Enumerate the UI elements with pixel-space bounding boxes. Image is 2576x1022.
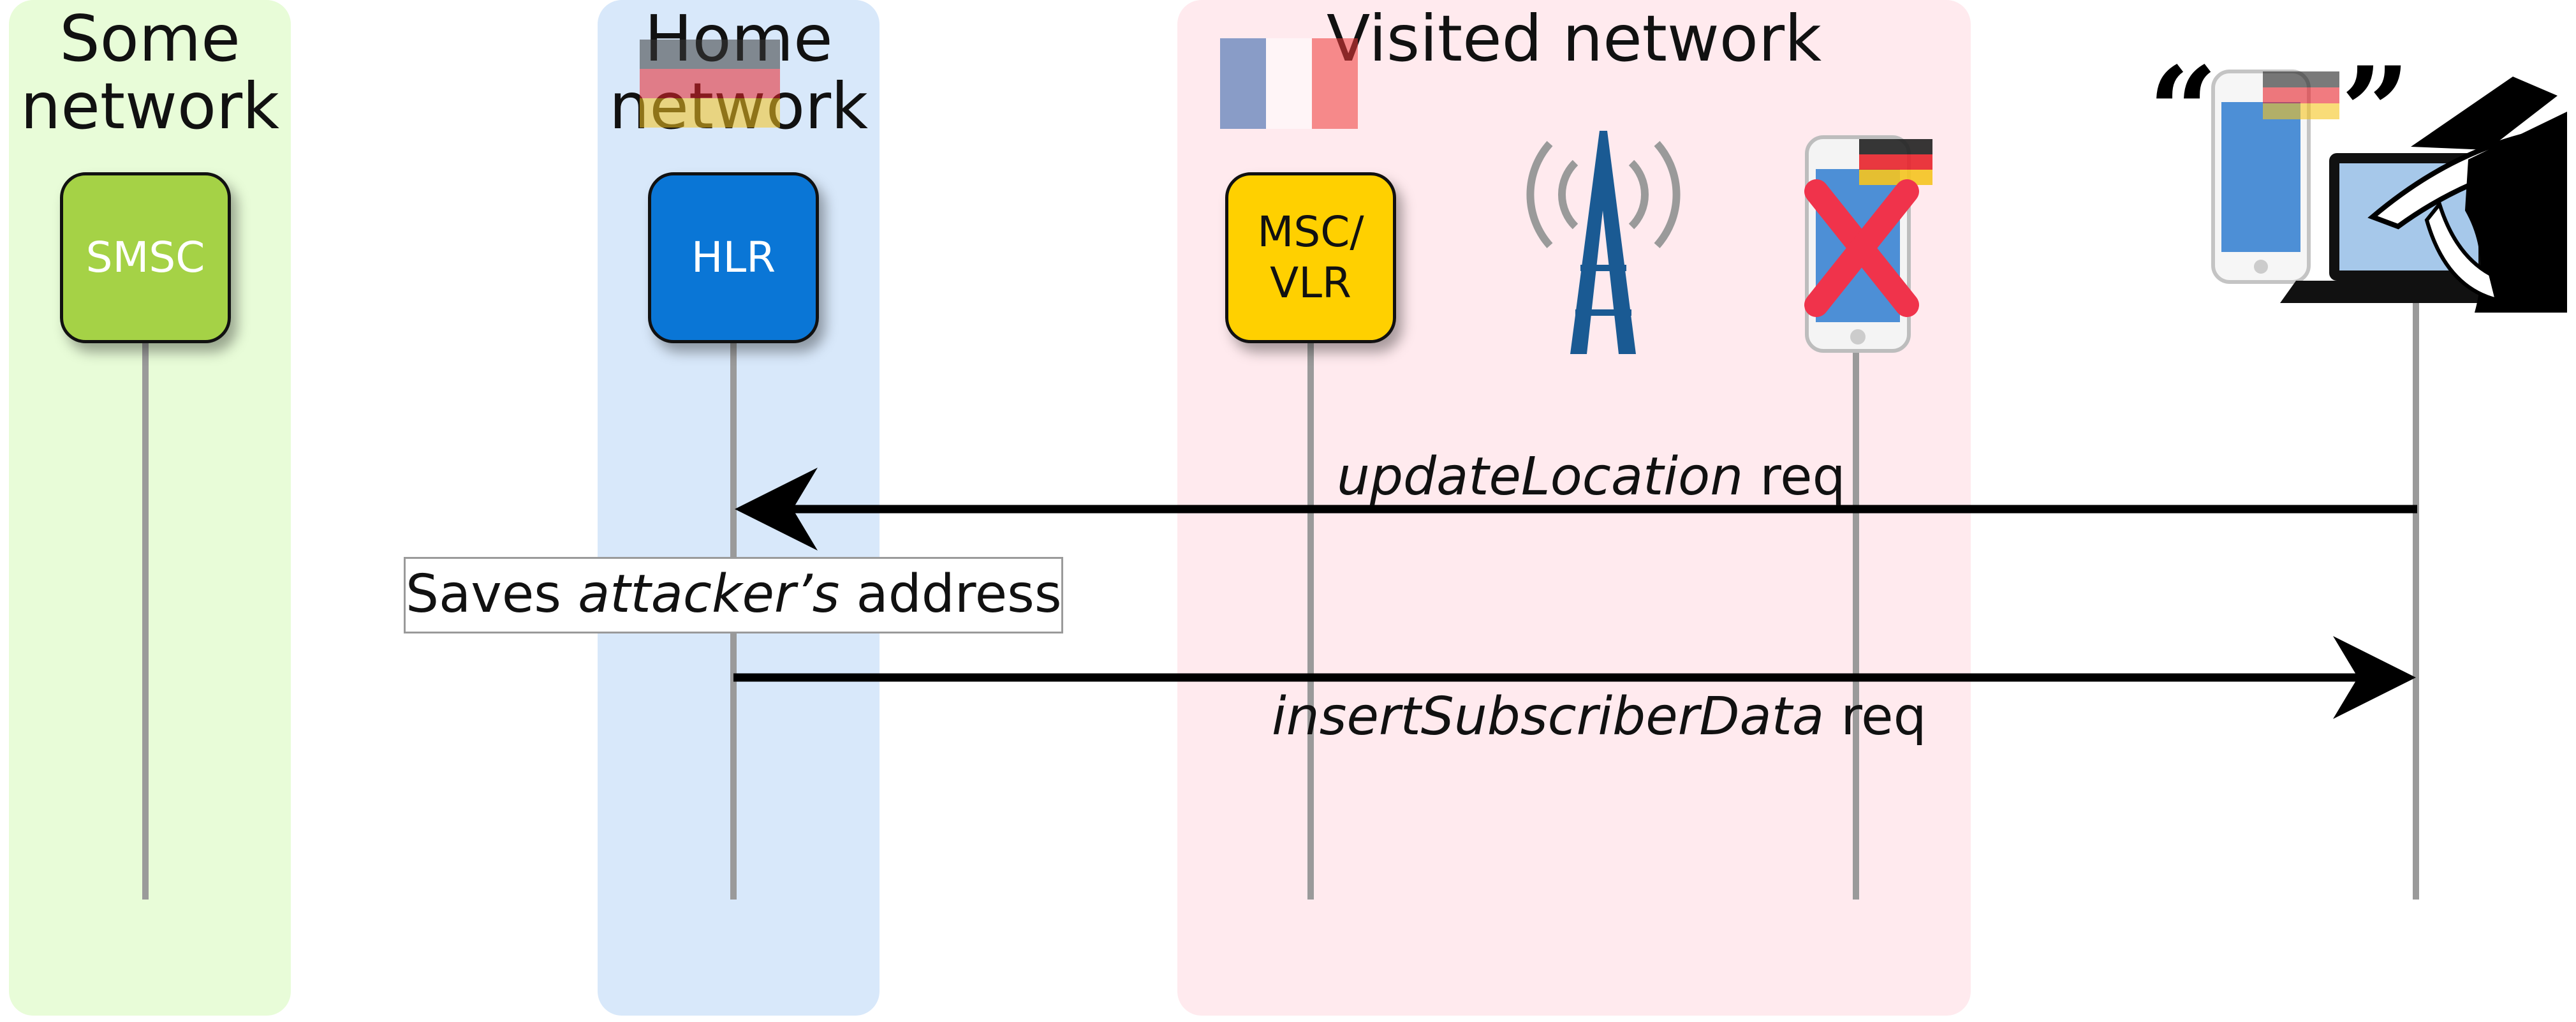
german-flag-icon	[640, 40, 780, 128]
node-msc-vlr: MSC/ VLR	[1225, 172, 1396, 343]
quote-open: “	[2148, 40, 2218, 182]
label-update-location: updateLocation req	[1337, 447, 1846, 507]
zone-some-network: Some network	[9, 0, 291, 1016]
message-name: updateLocation	[1337, 447, 1744, 507]
zone-title: Visited network	[1327, 1, 1822, 76]
node-label-line: MSC/	[1257, 207, 1364, 256]
note-italic: attacker’s	[578, 564, 840, 625]
cell-tower-icon	[1526, 131, 1681, 354]
red-x-icon	[1804, 179, 1919, 317]
label-insert-subscriber-data: insertSubscriberData req	[1272, 686, 1927, 747]
node-hlr: HLR	[648, 172, 819, 343]
quote-close: ”	[2341, 40, 2411, 182]
node-label: MSC/ VLR	[1257, 207, 1364, 309]
note-prefix: Saves	[406, 564, 578, 625]
zone-title-line: Some	[59, 1, 240, 76]
attacker-phone-icon	[2211, 70, 2311, 284]
french-flag-icon	[1220, 38, 1358, 129]
zone-title-line: network	[20, 69, 280, 144]
zone-title: Some network	[9, 5, 291, 140]
message-name: insertSubscriberData	[1272, 686, 1825, 747]
node-label-line: VLR	[1270, 258, 1351, 307]
note-saves-attacker-address: Saves attacker’s address	[404, 557, 1063, 633]
message-suffix: req	[1743, 447, 1846, 507]
node-smsc: SMSC	[60, 172, 231, 343]
node-label: SMSC	[85, 233, 205, 282]
german-flag-icon	[1859, 139, 1932, 185]
message-suffix: req	[1824, 686, 1927, 747]
german-flag-icon	[2263, 71, 2339, 119]
note-suffix: address	[839, 564, 1062, 625]
spy-attacker-icon	[2367, 77, 2567, 313]
node-label: HLR	[691, 233, 776, 282]
